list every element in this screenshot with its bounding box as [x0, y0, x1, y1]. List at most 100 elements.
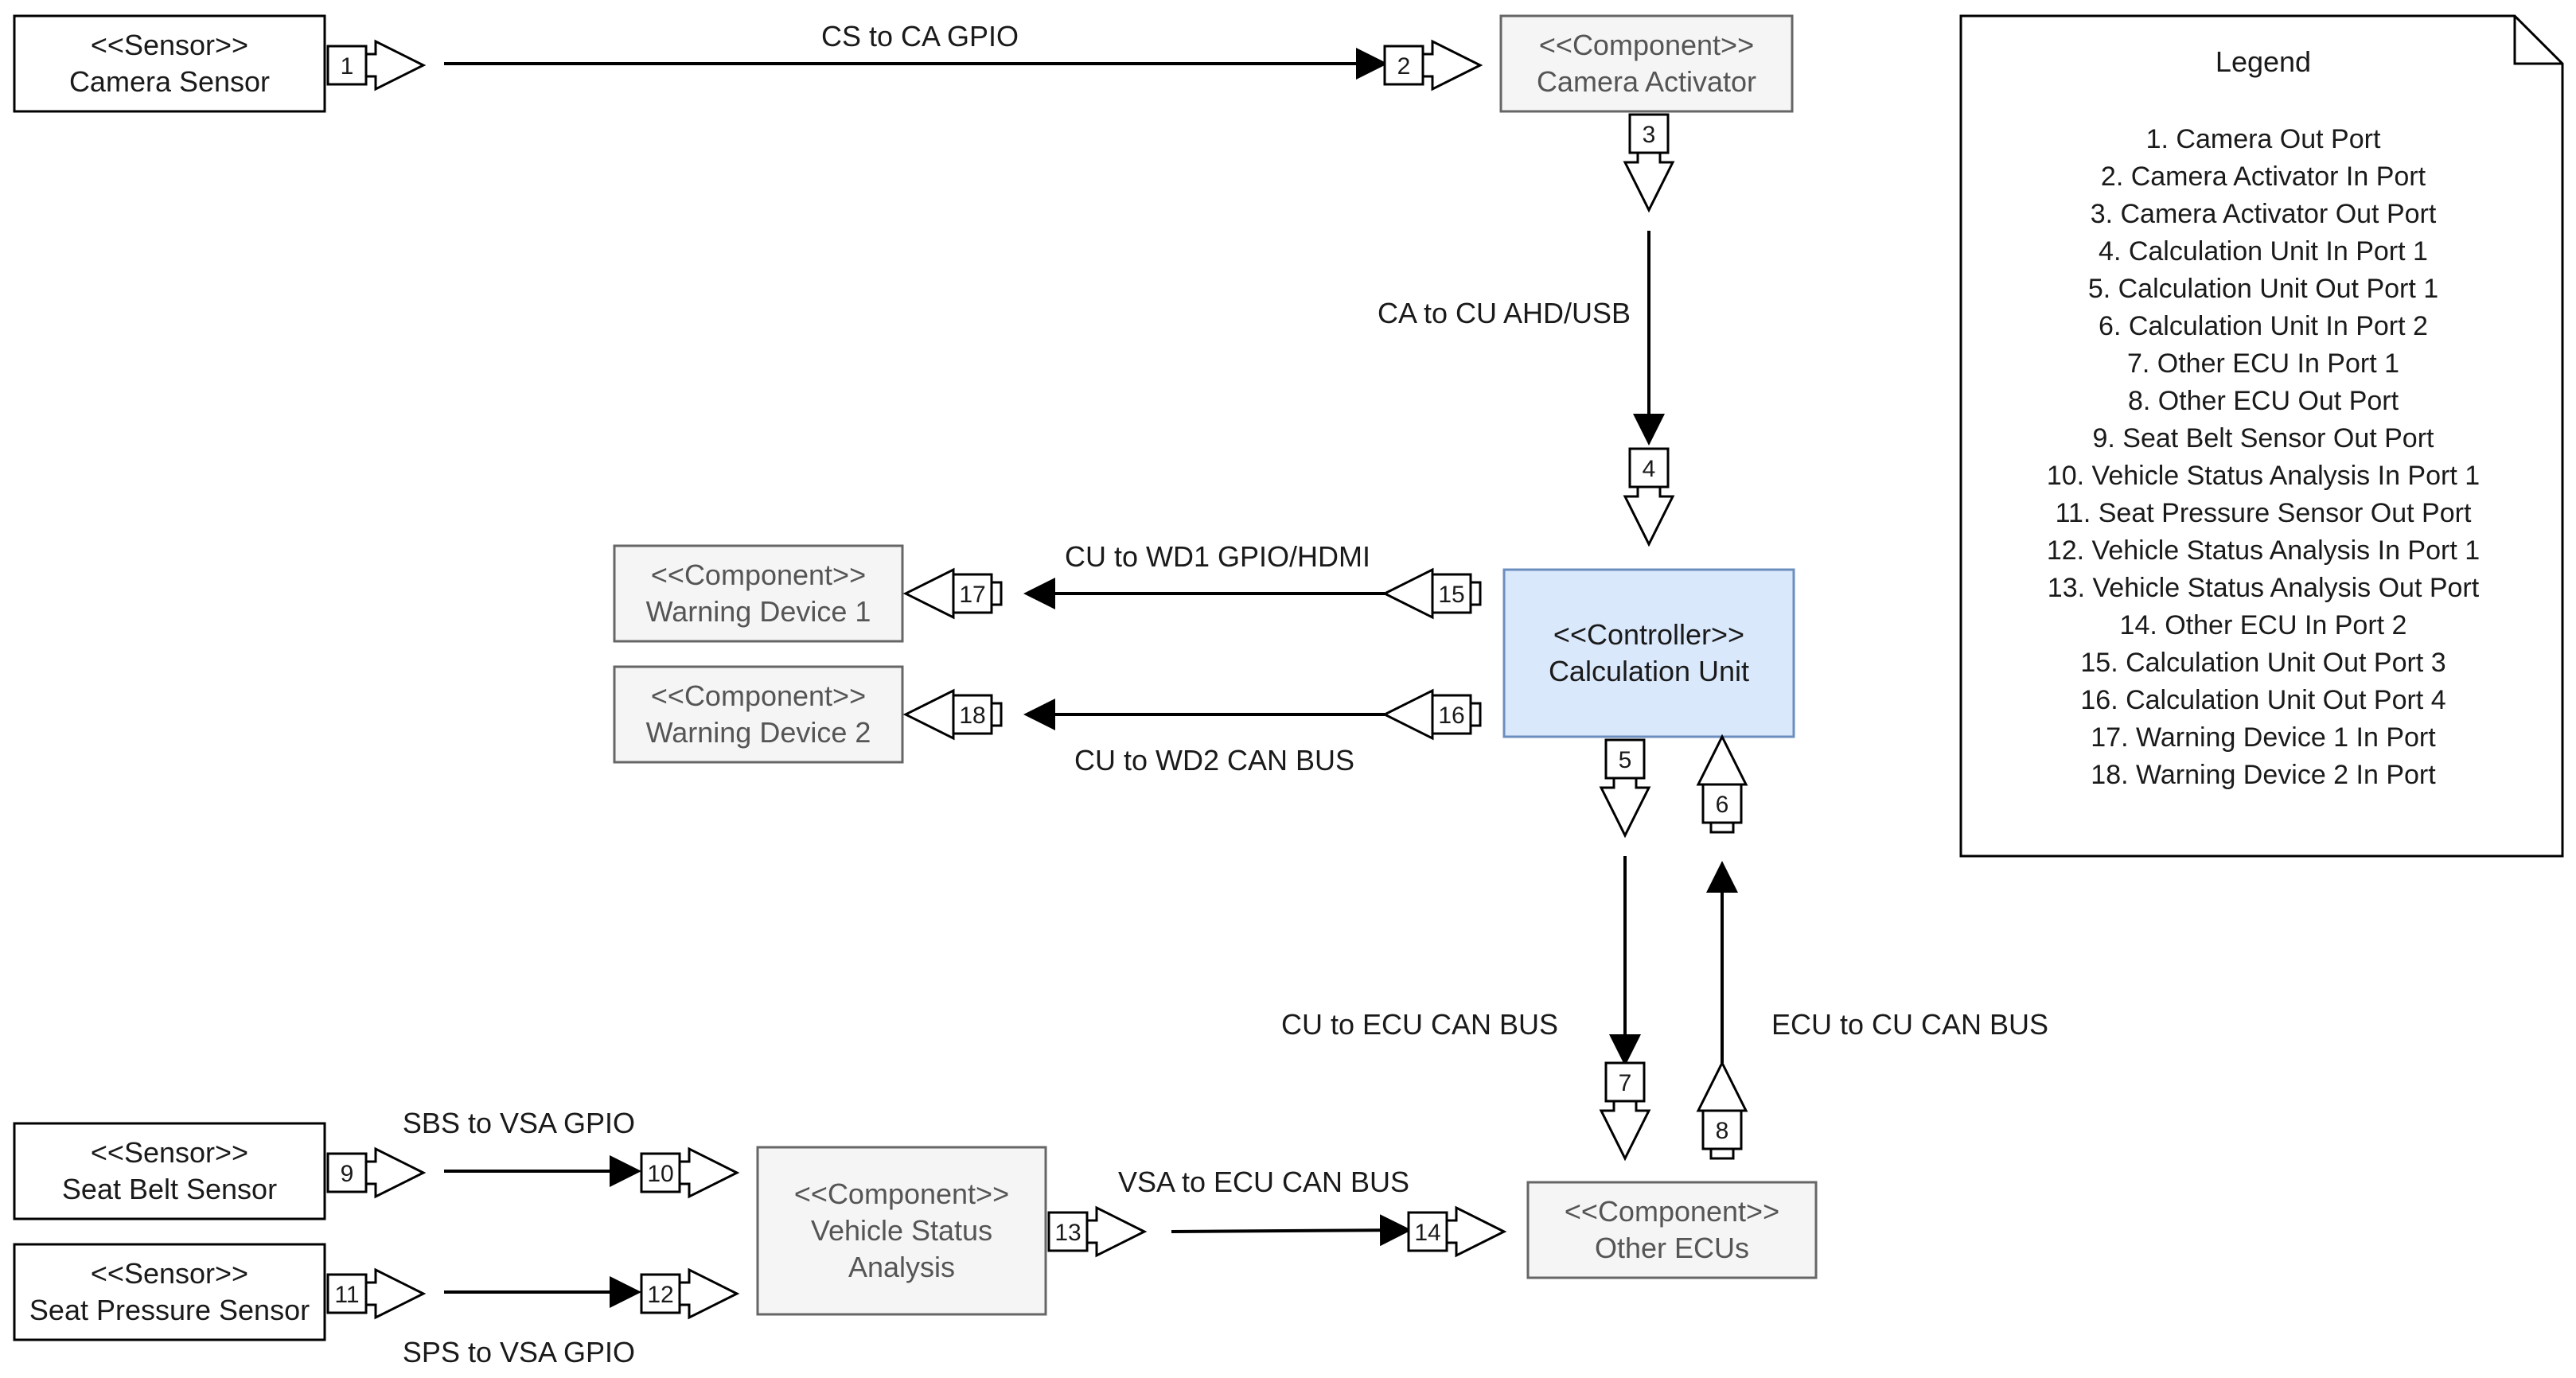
legend-items: 1. Camera Out Port 2. Camera Activator In… — [2047, 124, 2480, 790]
block-warning-device-1: <<Component>> Warning Device 1 — [613, 544, 904, 643]
port-7: 7 — [1599, 1061, 1651, 1162]
block-other-ecus: <<Component>>Other ECUs — [1526, 1181, 1818, 1279]
legend-item: 5. Calculation Unit Out Port 1 — [2088, 274, 2438, 304]
legend-item: 18. Warning Device 2 In Port — [2091, 760, 2436, 790]
port-number: 11 — [334, 1282, 359, 1308]
port-6: 6 — [1696, 734, 1748, 834]
block-name: Warning Device 1 — [646, 595, 871, 628]
connector-lines — [444, 48, 1738, 1308]
label-cu-to-wd2: CU to WD2 CAN BUS — [1074, 744, 1354, 777]
block-stereotype: <<Sensor>> — [91, 1257, 248, 1290]
label-cu-to-wd1: CU to WD1 GPIO/HDMI — [1065, 540, 1370, 573]
legend-item: 14. Other ECU In Port 2 — [2120, 610, 2407, 640]
port-8: 8 — [1696, 1060, 1748, 1160]
legend-item: 13. Vehicle Status Analysis Out Port — [2048, 573, 2480, 603]
block-stereotype: <<Component>> — [651, 559, 866, 591]
block-calculation-unit: <<Controller>> Calculation Unit — [1502, 568, 1795, 738]
port-4: 4 — [1623, 447, 1675, 547]
port-number: 16 — [1438, 703, 1464, 729]
port-number-box — [1604, 1061, 1646, 1103]
block-name: Seat Belt Sensor — [62, 1173, 277, 1205]
port-number: 7 — [1619, 1070, 1632, 1096]
port-number: 6 — [1716, 792, 1729, 818]
port-2: 2 — [1383, 39, 1483, 91]
label-cu-to-ecu: CU to ECU CAN BUS — [1281, 1008, 1558, 1041]
block-name: Calculation Unit — [1549, 655, 1749, 687]
port-number-box — [1047, 1211, 1089, 1252]
legend: Legend 1. Camera Out Port 2. Camera Activ… — [1959, 14, 2564, 858]
port-number-box — [1431, 573, 1472, 614]
block-stereotype: <<Sensor>> — [91, 1136, 248, 1169]
label-sps-to-vsa: SPS to VSA GPIO — [403, 1336, 635, 1368]
port-number: 1 — [341, 53, 354, 80]
block-name: Camera Sensor — [69, 65, 270, 98]
port-number-box — [326, 1152, 368, 1193]
block-stereotype: <<Component>> — [1539, 29, 1754, 61]
port-number-box — [640, 1273, 681, 1314]
block-box — [613, 544, 904, 643]
port-5: 5 — [1599, 738, 1651, 839]
block-stereotype: <<Component>> — [794, 1178, 1009, 1210]
block-warning-device-2: <<Component>> Warning Device 2 — [613, 665, 904, 764]
legend-item: 3. Camera Activator Out Port — [2091, 199, 2437, 229]
port-number-box — [1431, 694, 1472, 735]
legend-item: 2. Camera Activator In Port — [2101, 162, 2426, 192]
port-number-box — [1628, 113, 1670, 154]
block-box — [1499, 14, 1794, 113]
block-camera-activator: <<Component>> Camera Activator — [1499, 14, 1794, 113]
block-name: Analysis — [848, 1251, 955, 1283]
block-box — [756, 1146, 1047, 1316]
port-number: 10 — [647, 1161, 673, 1187]
port-number: 17 — [959, 582, 985, 608]
block-box — [613, 665, 904, 764]
port-10: 10 — [640, 1146, 740, 1199]
port-number-box — [1701, 1109, 1743, 1150]
port-number: 9 — [341, 1161, 354, 1187]
label-vsa-to-ecu: VSA to ECU CAN BUS — [1118, 1166, 1409, 1198]
legend-item: 17. Warning Device 1 In Port — [2091, 722, 2436, 753]
legend-fold-corner — [2513, 16, 2562, 65]
block-name: Vehicle Status — [811, 1214, 992, 1247]
block-seat-pressure-sensor: <<Sensor>> Seat Pressure Sensor — [13, 1243, 326, 1341]
legend-item: 12. Vehicle Status Analysis In Port 1 — [2047, 535, 2480, 566]
legend-title: Legend — [2216, 45, 2311, 78]
block-stereotype: <<Component>> — [651, 679, 866, 712]
legend-item: 8. Other ECU Out Port — [2128, 386, 2399, 416]
legend-item: 1. Camera Out Port — [2146, 124, 2381, 154]
block-name: Warning Device 2 — [646, 716, 871, 749]
port-number: 18 — [959, 703, 985, 729]
port-number-box — [326, 1273, 368, 1314]
port-number-box — [1701, 783, 1743, 824]
line-vsa-to-ecu — [1171, 1214, 1412, 1247]
block-box — [13, 1122, 326, 1220]
port-1: 1 — [326, 39, 427, 91]
port-15: 15 — [1382, 567, 1482, 620]
port-number-box — [1407, 1211, 1448, 1252]
block-box — [13, 1243, 326, 1341]
block-camera-sensor: <<Sensor>>Camera Sensor — [13, 14, 326, 113]
legend-item: 15. Calculation Unit Out Port 3 — [2080, 648, 2445, 678]
port-number: 4 — [1643, 456, 1656, 482]
port-number-box — [1383, 45, 1424, 86]
block-stereotype: <<Component>> — [1565, 1195, 1779, 1228]
label-ecu-to-cu: ECU to CU CAN BUS — [1771, 1008, 2048, 1041]
port-number: 8 — [1716, 1118, 1729, 1144]
legend-item: 10. Vehicle Status Analysis In Port 1 — [2047, 461, 2480, 491]
block-box — [1502, 568, 1795, 738]
port-18: 18 — [902, 688, 1003, 741]
legend-item: 6. Calculation Unit In Port 2 — [2099, 311, 2428, 341]
block-name: Camera Activator — [1537, 65, 1756, 98]
port-number-box — [640, 1152, 681, 1193]
label-cs-to-ca: CS to CA GPIO — [821, 20, 1019, 53]
block-name: Seat Pressure Sensor — [29, 1294, 310, 1326]
port-number: 15 — [1438, 582, 1464, 608]
port-number: 12 — [647, 1282, 673, 1308]
block-stereotype: <<Controller>> — [1553, 618, 1744, 651]
legend-item: 7. Other ECU In Port 1 — [2127, 348, 2399, 379]
legend-item: 9. Seat Belt Sensor Out Port — [2092, 423, 2434, 453]
port-number-box — [326, 45, 368, 86]
legend-item: 4. Calculation Unit In Port 1 — [2099, 236, 2428, 267]
port-3: 3 — [1623, 113, 1675, 213]
